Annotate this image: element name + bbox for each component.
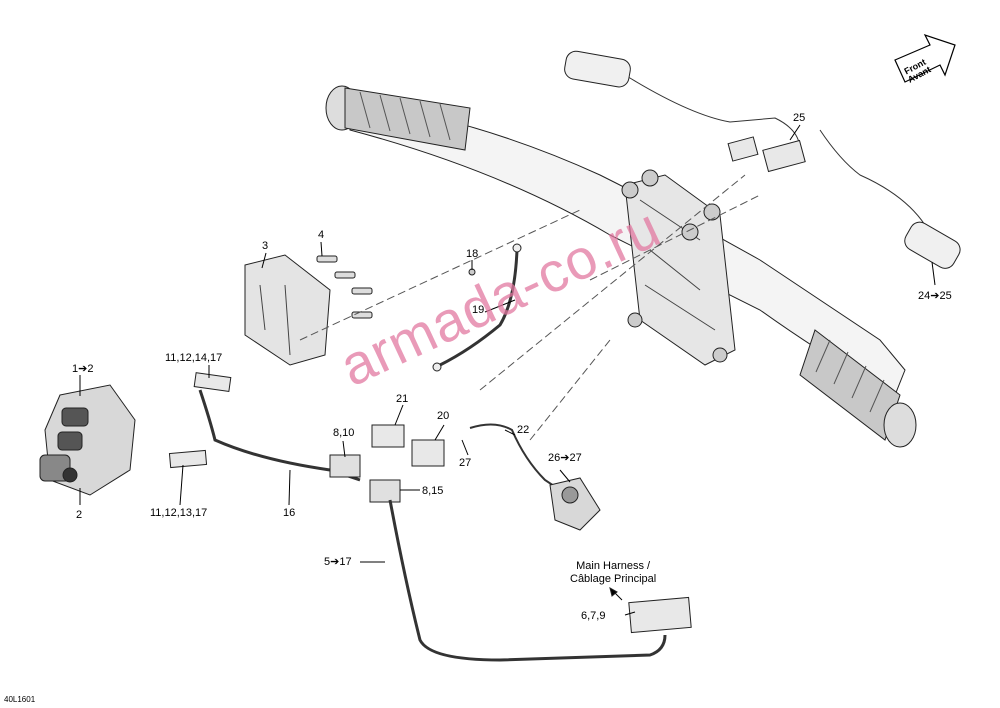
- main-harness-connector: [628, 596, 692, 634]
- connector-20: [411, 439, 445, 467]
- callout-4: 4: [318, 229, 325, 241]
- callout-19: 19: [472, 304, 485, 316]
- callout-27: 27: [459, 457, 472, 469]
- callout-3: 3: [262, 240, 269, 252]
- grip-wire-right: [819, 129, 926, 226]
- callout-26-27: 26➔27: [548, 452, 582, 464]
- callout-22: 22: [517, 424, 530, 436]
- connector-25b: [762, 139, 806, 173]
- screws-4: [316, 255, 373, 319]
- switch-assembly-1: [39, 384, 136, 496]
- connector-21: [371, 424, 405, 448]
- connector-8-10: [329, 454, 361, 478]
- grip-element-right: [904, 221, 961, 269]
- main-harness-note: Main Harness / Câblage Principal: [570, 560, 657, 585]
- callout-8-15: 8,15: [422, 485, 444, 497]
- callout-18: 18: [466, 248, 479, 260]
- callout-25: 25: [793, 112, 806, 124]
- front-arrow: [894, 33, 956, 83]
- callout-20: 20: [437, 410, 450, 422]
- ground-cable-19: [439, 249, 519, 367]
- callout-24-25: 24➔25: [918, 290, 952, 302]
- switch-26: [549, 477, 601, 531]
- handlebar: [349, 99, 906, 396]
- connector-25a: [727, 136, 759, 162]
- harness-5-17: [388, 499, 667, 662]
- harness-16: [198, 389, 361, 482]
- connector-8-15: [369, 479, 401, 503]
- callout-5-17: 5➔17: [324, 556, 352, 568]
- callout-11-12-14-17: 11,12,14,17: [165, 352, 223, 364]
- callout-2: 2: [76, 509, 83, 521]
- handlebar-riser: [621, 169, 736, 366]
- callout-8-10: 8,10: [333, 427, 355, 439]
- grip-element-left: [564, 50, 631, 88]
- callout-16: 16: [283, 507, 296, 519]
- connector-11: [193, 372, 232, 393]
- grip-wire: [624, 74, 801, 151]
- right-grip: [799, 329, 917, 448]
- figure-code: 40L1601: [4, 695, 36, 704]
- connector-11b: [168, 449, 208, 469]
- left-grip: [325, 85, 471, 151]
- callout-21: 21: [396, 393, 409, 405]
- wire-22: [469, 423, 561, 491]
- callout-1-2: 1➔2: [72, 363, 94, 375]
- switch-housing-3: [244, 254, 331, 366]
- callout-6-7-9: 6,7,9: [581, 610, 606, 622]
- callout-11-12-13-17: 11,12,13,17: [150, 507, 208, 519]
